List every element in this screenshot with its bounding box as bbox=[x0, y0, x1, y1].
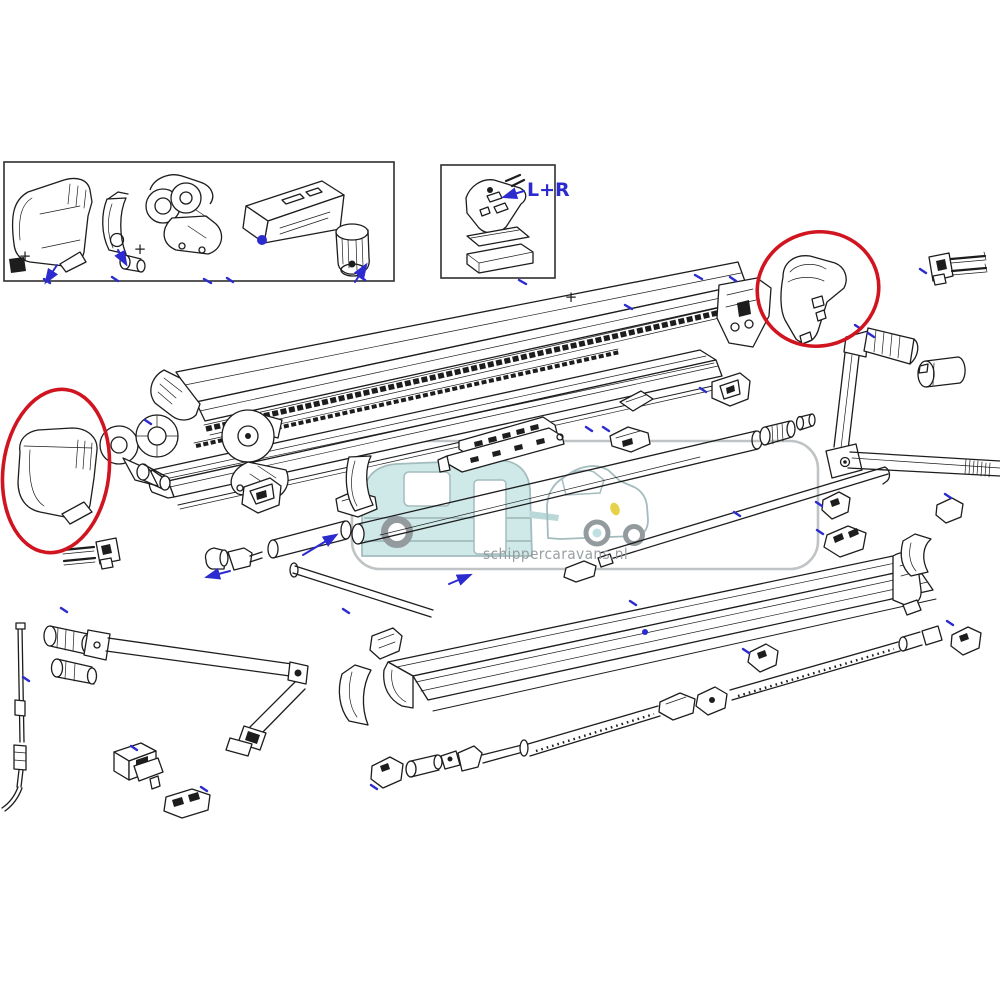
spare-control-box bbox=[242, 180, 345, 245]
direction-arrow bbox=[501, 187, 525, 200]
roller-tube-assembly bbox=[204, 372, 816, 618]
case-right-end-cluster bbox=[716, 251, 988, 348]
parts-box-primary: + + bbox=[3, 161, 395, 282]
roller-stub-tube bbox=[267, 539, 279, 559]
spring-end-fitting bbox=[204, 547, 263, 571]
spare-end-cap bbox=[11, 177, 93, 273]
direction-arrow bbox=[302, 533, 339, 556]
direction-arrow bbox=[204, 567, 231, 580]
spring-arm-right bbox=[825, 327, 1000, 479]
watermark-highlight-dot bbox=[610, 502, 620, 516]
watermark-car-wheel-front bbox=[623, 524, 645, 546]
clutch-disc-pair bbox=[99, 414, 179, 491]
direction-arrow bbox=[448, 573, 473, 586]
valance-rail bbox=[563, 466, 891, 583]
lead-rail-front-face bbox=[412, 567, 934, 701]
watermark-hitch bbox=[530, 511, 559, 521]
corner-cover-right bbox=[900, 533, 932, 577]
lr-block-part bbox=[466, 243, 534, 274]
highlight-ellipse-right bbox=[755, 229, 881, 349]
gusset-bracket bbox=[369, 627, 403, 660]
spare-gear-motor bbox=[145, 174, 223, 255]
parts-box-primary-frame bbox=[3, 161, 395, 282]
case-lid-left-cap bbox=[150, 369, 201, 421]
watermark-logo bbox=[350, 439, 820, 571]
crank-pole bbox=[1, 622, 27, 812]
perforated-strip-lower bbox=[437, 427, 565, 473]
roller-gear-adapter bbox=[759, 413, 816, 446]
case-lid-assembly bbox=[150, 261, 753, 448]
rafter-arm-right bbox=[695, 625, 982, 716]
lower-support-bar bbox=[289, 562, 434, 618]
clips-bottom-right bbox=[821, 491, 964, 577]
mounting-bracket-lower bbox=[163, 788, 211, 819]
fabric-piping-strip-upper bbox=[205, 303, 749, 432]
highlight-ellipse-left bbox=[0, 387, 112, 555]
lead-rail-top-face bbox=[387, 555, 919, 677]
assembly-arrows bbox=[21, 187, 955, 793]
spare-clamp-bracket bbox=[102, 191, 129, 255]
watermark-car-body bbox=[546, 465, 649, 540]
rafter-clip-left bbox=[370, 756, 404, 789]
indicator-dot bbox=[257, 235, 267, 245]
rafter-arm-center bbox=[370, 692, 696, 789]
mount-bracket-with-rods-right bbox=[928, 251, 988, 286]
watermark-car-window bbox=[561, 469, 605, 496]
mount-bracket-with-rods-left bbox=[61, 537, 121, 570]
parts-box-secondary-frame bbox=[440, 164, 556, 279]
wall-bracket-right bbox=[711, 372, 751, 407]
watermark-caravan-window bbox=[403, 471, 451, 507]
plus-marker-2: + bbox=[134, 240, 147, 258]
corner-cover-left bbox=[338, 664, 372, 726]
mounting-bracket-block bbox=[113, 742, 164, 790]
rafter-end-fitting bbox=[658, 692, 696, 721]
roller-main-tube bbox=[351, 523, 365, 545]
direction-arrow bbox=[44, 264, 59, 285]
wall-bracket-left bbox=[241, 477, 282, 514]
rafter-clip-mid bbox=[747, 643, 779, 673]
spring-arm-left bbox=[43, 625, 309, 757]
direction-arrow bbox=[353, 262, 368, 283]
knuckle-cylinder-right bbox=[917, 356, 966, 388]
rafter-clip-right bbox=[950, 626, 982, 656]
left-right-label: L+R bbox=[527, 179, 570, 201]
fabric-clamp-right bbox=[609, 426, 651, 453]
direction-arrow bbox=[114, 249, 128, 267]
lead-rail-assembly bbox=[338, 551, 937, 726]
plus-marker-3: + bbox=[565, 288, 578, 306]
lead-rail-left-end bbox=[383, 661, 414, 709]
lr-bracket-part bbox=[465, 173, 527, 234]
end-cap-right bbox=[780, 255, 847, 345]
fabric-flap bbox=[619, 390, 654, 412]
lr-plate-part bbox=[466, 226, 530, 247]
spare-fastener bbox=[9, 257, 26, 273]
watermark-text: schippercaravans.nl bbox=[483, 545, 628, 563]
assembly-ticks bbox=[21, 267, 955, 793]
